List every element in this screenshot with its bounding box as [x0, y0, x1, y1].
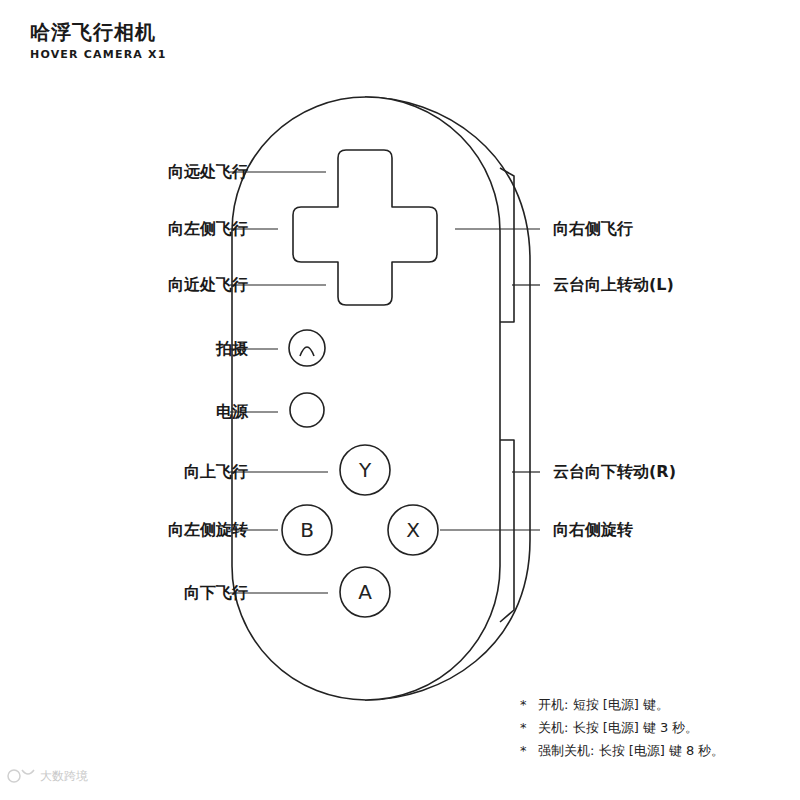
shoulder-r [500, 440, 514, 622]
note-text: 强制关机: 长按 [电源] 键 8 秒。 [538, 743, 724, 759]
leader-lines [230, 172, 540, 593]
x-button [388, 505, 438, 555]
button-letter: A [358, 580, 372, 604]
d-pad [293, 150, 437, 305]
logo-title: 哈浮飞行相机 [30, 20, 156, 44]
callout-label: 拍摄 [216, 339, 248, 358]
callout-label: 电源 [216, 402, 248, 421]
power-button [290, 393, 324, 427]
controller-body [232, 97, 500, 700]
shutter-mark [300, 347, 314, 356]
callout-label: 向下飞行 [184, 583, 248, 602]
callout-label: 向上飞行 [184, 462, 248, 481]
callout-label: 向左侧飞行 [168, 219, 248, 238]
button-letter: X [406, 518, 420, 542]
callout-label: 向左侧旋转 [168, 520, 248, 539]
shoulder-l [500, 168, 514, 322]
callout-label: 向近处飞行 [168, 275, 248, 294]
note-text: 关机: 长按 [电源] 键 3 秒。 [538, 720, 698, 736]
callout-label: 向远处飞行 [168, 162, 248, 181]
watermark-logo [8, 770, 34, 782]
note-bullet: * [520, 697, 527, 713]
b-button [282, 505, 332, 555]
callout-label: 向右侧旋转 [553, 520, 633, 539]
button-letter: B [300, 518, 314, 542]
y-button [340, 445, 390, 495]
logo-subtitle: HOVER CAMERA X1 [30, 48, 167, 61]
note-bullet: * [520, 743, 527, 759]
shutter-button [289, 330, 325, 366]
note-bullet: * [520, 720, 527, 736]
button-letter: Y [359, 458, 371, 482]
callout-label: 向右侧飞行 [553, 219, 633, 238]
watermark: 大数跨境 [40, 769, 88, 783]
a-button [340, 567, 390, 617]
callout-label: 云台向上转动(L) [553, 275, 674, 294]
note-text: 开机: 短按 [电源] 键。 [538, 697, 669, 713]
callout-label: 云台向下转动(R) [553, 462, 676, 481]
